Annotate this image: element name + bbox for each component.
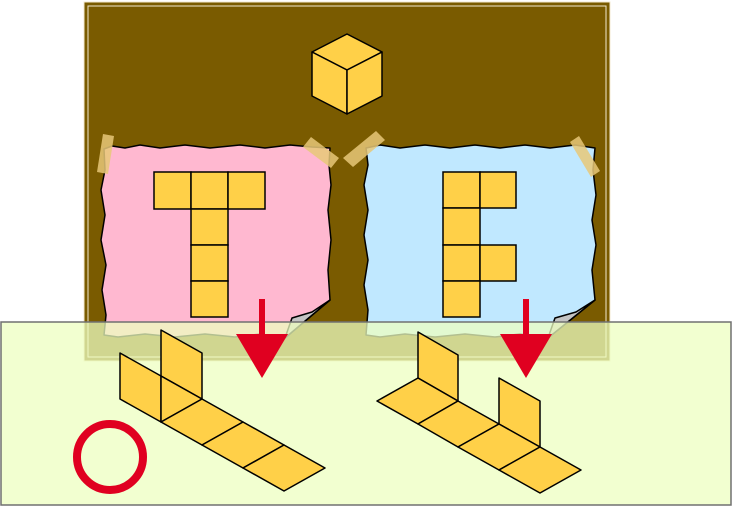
blue-note: [363, 144, 597, 339]
cube-icon: [311, 33, 383, 115]
folded-net-right: [376, 331, 582, 494]
down-arrow-icon: [500, 299, 552, 378]
f-shaped-net: [442, 171, 517, 318]
pink-note: [100, 144, 332, 339]
circle-correct-icon: [73, 420, 147, 494]
folded-net-left: [119, 329, 326, 492]
table-surface: [0, 321, 732, 506]
tape-strips: [97, 131, 600, 177]
down-arrow-icon: [236, 299, 288, 378]
t-shaped-net: [153, 171, 266, 318]
